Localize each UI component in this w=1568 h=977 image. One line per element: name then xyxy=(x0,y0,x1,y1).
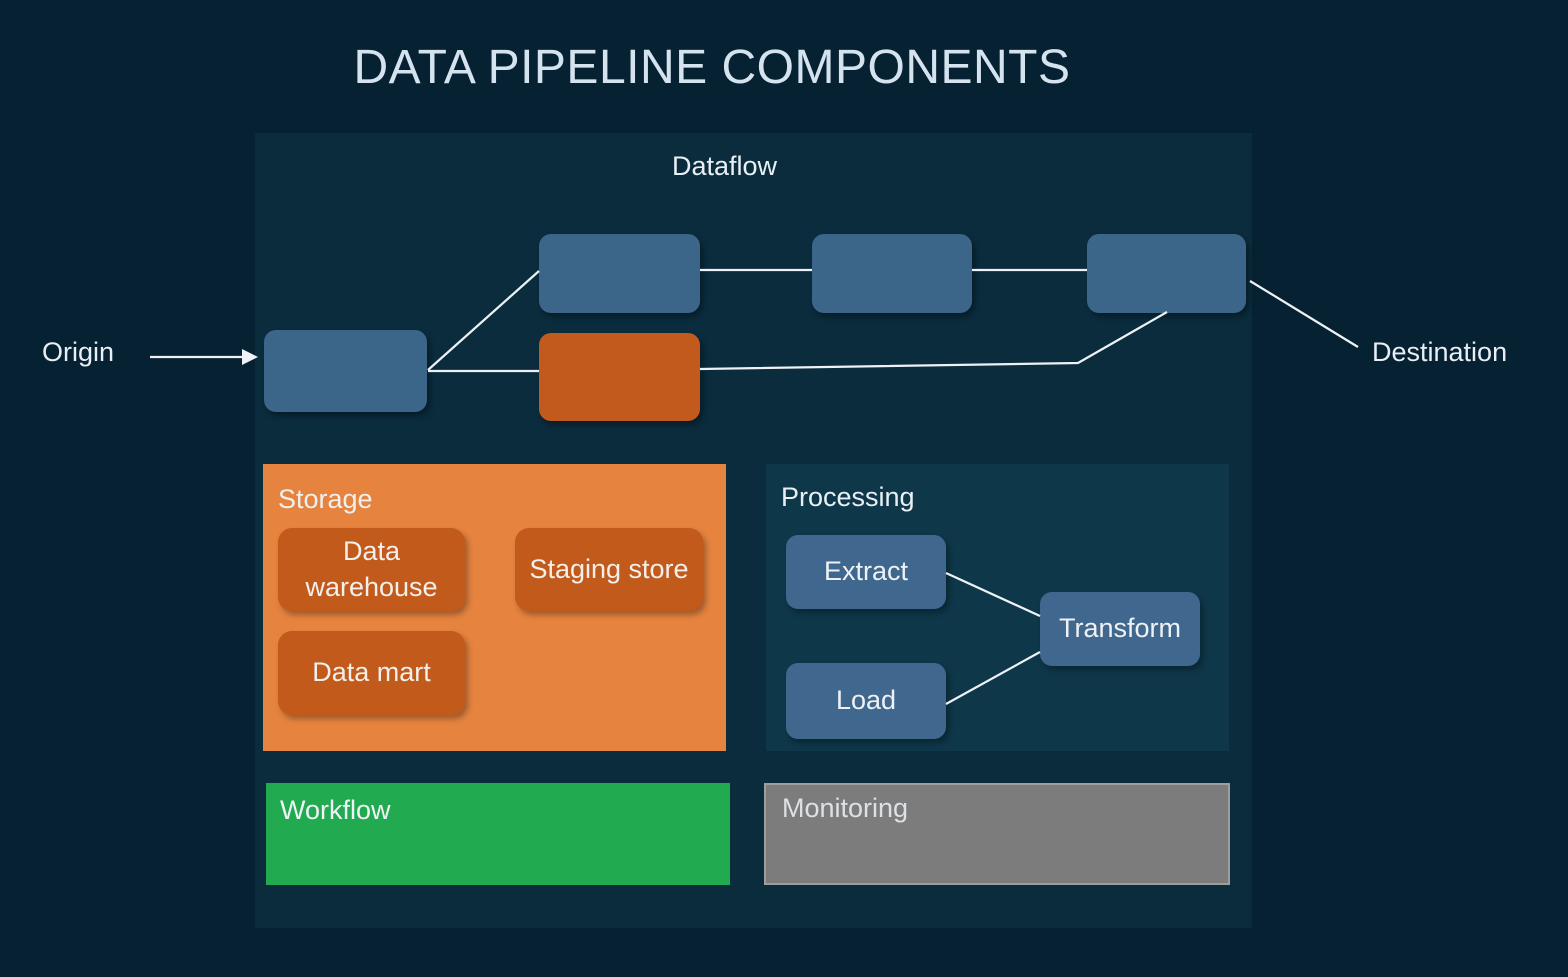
workflow-bar-label: Workflow xyxy=(280,795,391,825)
data-warehouse-node: Data warehouse xyxy=(278,528,465,611)
load-node: Load xyxy=(786,663,946,739)
monitoring-bar-label: Monitoring xyxy=(782,793,909,823)
dataflow-source-node xyxy=(264,330,427,412)
dataflow-upper-node-1 xyxy=(539,234,700,313)
connector-upper3-to-destination xyxy=(1249,280,1359,348)
dataflow-lower-orange-node xyxy=(539,333,700,421)
dataflow-upper-node-3 xyxy=(1087,234,1246,313)
storage-panel-label: Storage xyxy=(278,484,373,514)
dataflow-upper-node-2 xyxy=(812,234,972,313)
dataflow-panel-label: Dataflow xyxy=(671,151,778,181)
monitoring-bar: Monitoring xyxy=(764,783,1230,885)
staging-store-node: Staging store xyxy=(515,528,703,611)
extract-node: Extract xyxy=(786,535,946,609)
origin-label: Origin xyxy=(42,337,115,367)
workflow-bar: Workflow xyxy=(266,783,730,885)
page-title: DATA PIPELINE COMPONENTS xyxy=(353,41,1071,94)
destination-label: Destination xyxy=(1372,337,1508,367)
processing-panel-label: Processing xyxy=(781,482,915,512)
storage-panel: Storage Data warehouse Staging store Dat… xyxy=(263,464,726,751)
data-mart-node: Data mart xyxy=(278,631,465,715)
processing-panel: Processing Extract Load Transform xyxy=(766,464,1229,751)
transform-node: Transform xyxy=(1040,592,1200,666)
